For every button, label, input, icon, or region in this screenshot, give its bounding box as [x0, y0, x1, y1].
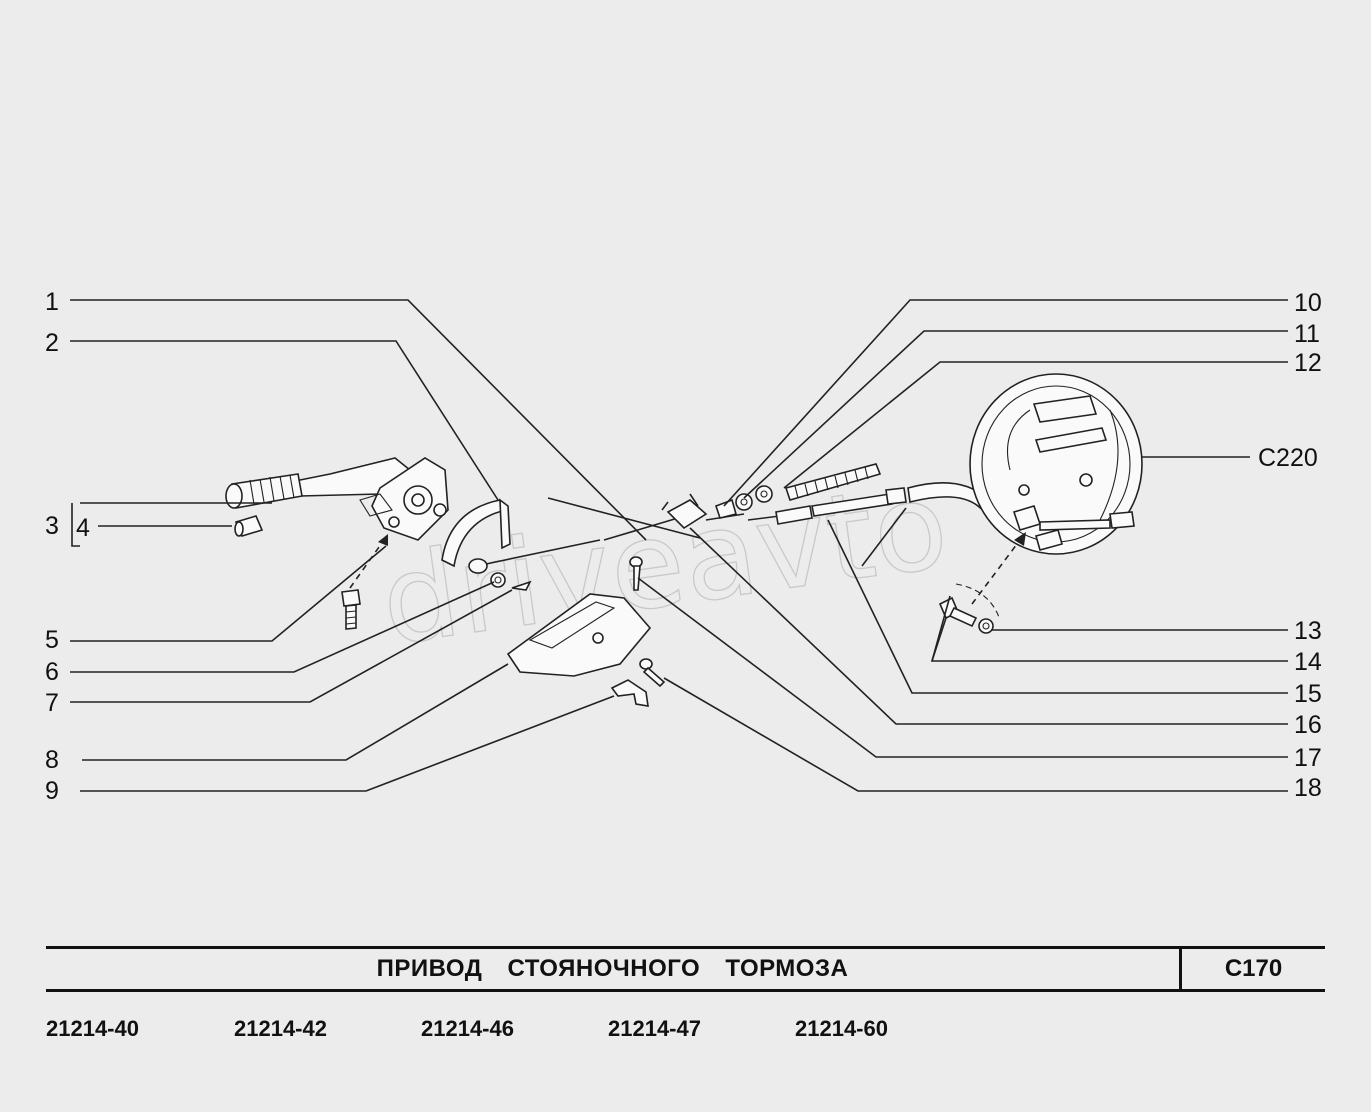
callout-1: 1: [45, 288, 59, 316]
callout-8: 8: [45, 746, 59, 774]
callout-13: 13: [1294, 617, 1322, 645]
callout-17: 17: [1294, 744, 1322, 772]
model-code: 21214-42: [234, 1016, 327, 1041]
screw-17: [629, 556, 643, 591]
release-button: [234, 515, 264, 537]
handbrake-lever: [225, 457, 412, 509]
callout-9: 9: [45, 777, 59, 805]
diagram-title: ПРИВОД СТОЯНОЧНОГО ТОРМОЗА: [376, 955, 849, 982]
title-bar: ПРИВОД СТОЯНОЧНОГО ТОРМОЗА C170: [46, 946, 1325, 992]
nut-12: [755, 485, 773, 503]
bolt-5: [341, 589, 361, 630]
nut-11: [735, 493, 753, 511]
title-divider: [1179, 949, 1182, 989]
tunnel-cover: [506, 593, 652, 677]
assembly-arrow-left: [349, 539, 385, 589]
callout-11: 11: [1294, 320, 1320, 348]
model-code: 21214-46: [421, 1016, 514, 1041]
callout-labels: 1 2 3 4 5 6 7 8 9 10 11 12 C220 13 14 15…: [45, 288, 1322, 805]
diagram-code: C170: [1224, 955, 1283, 982]
callout-4: 4: [76, 514, 90, 542]
model-code: 21214-47: [608, 1016, 701, 1041]
callout-3: 3: [45, 512, 59, 540]
lever-mechanism: [359, 457, 449, 541]
model-code: 21214-40: [46, 1016, 139, 1041]
front-cable: [468, 517, 679, 574]
leader-lines: [70, 299, 1288, 792]
callout-6: 6: [45, 658, 59, 686]
callout-7: 7: [45, 689, 59, 717]
brake-backing-plate: [969, 373, 1143, 555]
model-code: 21214-60: [795, 1016, 888, 1041]
callout-c220: C220: [1258, 444, 1318, 472]
callout-18: 18: [1294, 774, 1322, 802]
ratchet-sector: [441, 498, 511, 568]
callout-10: 10: [1294, 289, 1322, 317]
screw-18: [639, 658, 666, 688]
assembly-arrow-right: [971, 539, 1021, 605]
callout-5: 5: [45, 626, 59, 654]
return-spring: [784, 463, 882, 501]
callout-12: 12: [1294, 349, 1322, 377]
bracket-9: [610, 679, 649, 707]
watermark: driveavto: [373, 456, 956, 673]
washer-6: [490, 572, 506, 588]
callout-2: 2: [45, 329, 59, 357]
cotter-7: [511, 580, 532, 591]
washer-13: [978, 618, 994, 634]
cable-sleeve: [775, 482, 1002, 525]
callout-14: 14: [1294, 648, 1322, 676]
rear-cable-end: [1012, 505, 1135, 531]
callout-16: 16: [1294, 711, 1322, 739]
equalizer: [661, 493, 708, 530]
callout-15: 15: [1294, 680, 1322, 708]
